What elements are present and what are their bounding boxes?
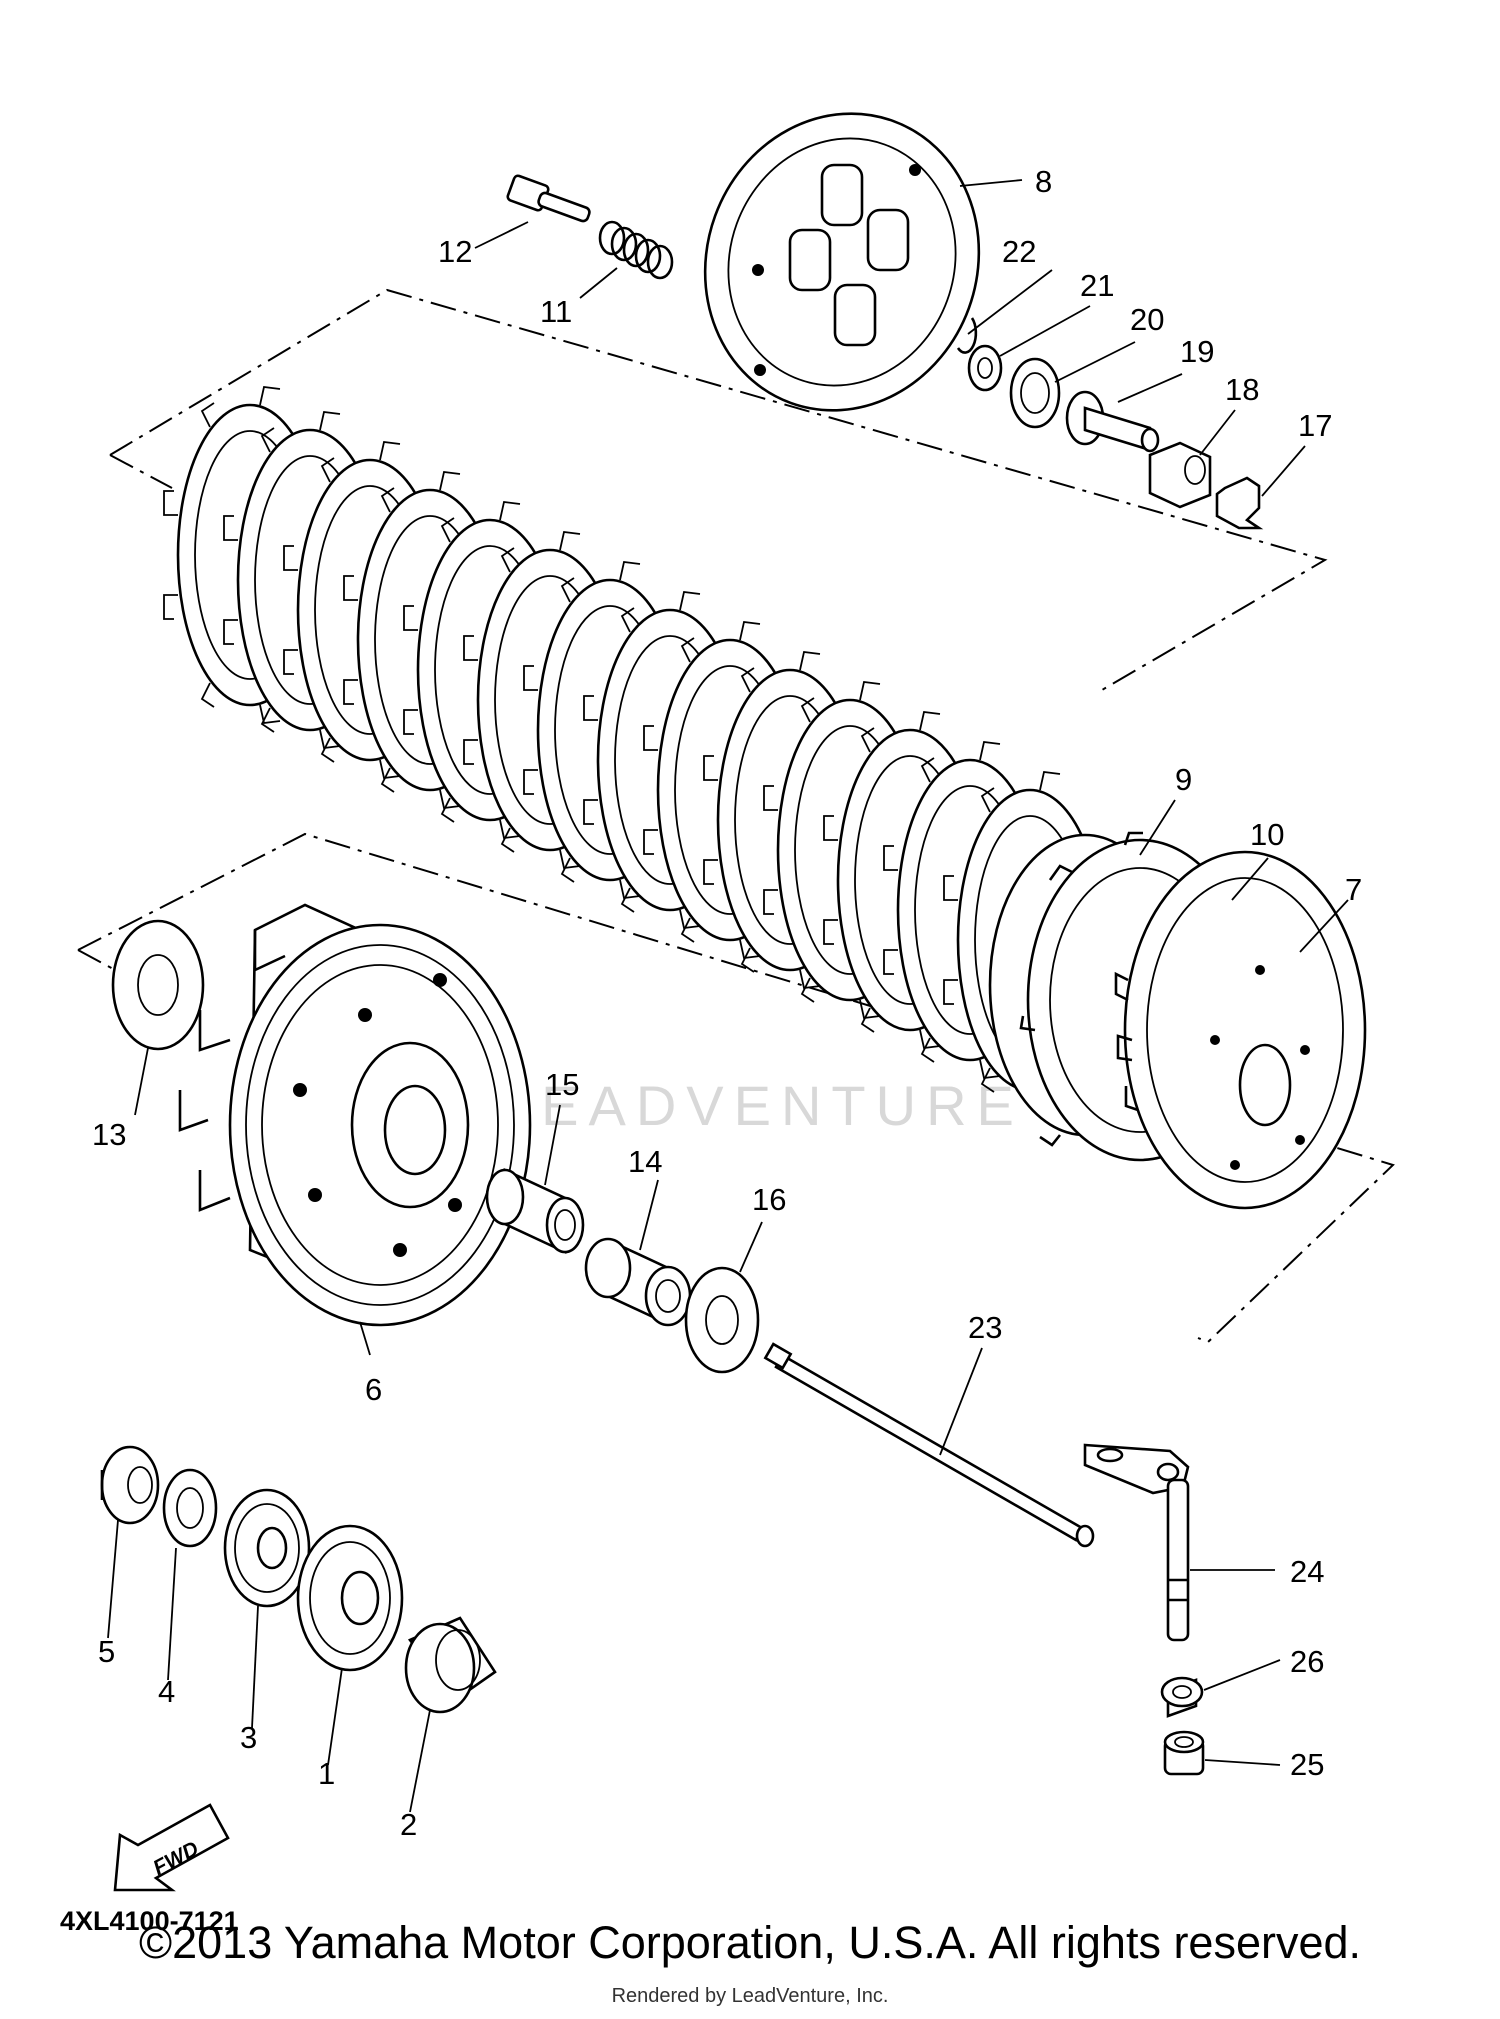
clutch-boss xyxy=(1114,850,1367,1210)
part-label-8: 8 xyxy=(1035,164,1052,199)
part-label-24: 24 xyxy=(1290,1554,1324,1589)
lock-washer-4 xyxy=(162,1468,218,1548)
part-label-21: 21 xyxy=(1080,268,1114,303)
part-labels: 1 2 3 4 5 6 7 8 9 10 11 12 13 14 15 16 1… xyxy=(92,164,1362,1842)
part-label-10: 10 xyxy=(1250,817,1284,852)
part-label-3: 3 xyxy=(240,1720,257,1755)
part-label-5: 5 xyxy=(98,1634,115,1669)
part-label-14: 14 xyxy=(628,1144,662,1179)
clutch-spring xyxy=(598,220,674,280)
thrust-washer xyxy=(111,919,205,1051)
part-label-12: 12 xyxy=(438,234,472,269)
part-label-6: 6 xyxy=(365,1372,382,1407)
bolt xyxy=(506,174,591,223)
part-label-22: 22 xyxy=(1002,234,1036,269)
push-rod-piece xyxy=(1065,390,1160,453)
part-label-23: 23 xyxy=(968,1310,1002,1345)
push-rod xyxy=(763,1342,1095,1548)
watermark-text: LEADVENTURE xyxy=(500,1074,1024,1137)
pressure-plate xyxy=(703,112,981,412)
part-label-16: 16 xyxy=(752,1182,786,1217)
part-label-2: 2 xyxy=(400,1807,417,1842)
part-label-19: 19 xyxy=(1180,334,1214,369)
fwd-arrow-icon: FWD xyxy=(113,1803,230,1892)
needle-bearing xyxy=(485,1167,585,1255)
copyright-notice: ©2013 Yamaha Motor Corporation, U.S.A. A… xyxy=(138,1917,1362,1968)
part-label-4: 4 xyxy=(158,1674,175,1709)
lock-washer xyxy=(1215,476,1264,530)
leader-lines xyxy=(107,179,1349,1813)
oil-seal xyxy=(1160,1676,1204,1718)
spacer xyxy=(584,1237,692,1327)
lower-assembly-boundary xyxy=(77,832,1395,1344)
part-label-20: 20 xyxy=(1130,302,1164,337)
primary-drive-gear xyxy=(296,1524,404,1672)
upper-assembly-boundary xyxy=(109,288,1328,691)
circlip xyxy=(956,317,978,354)
part-label-13: 13 xyxy=(92,1117,126,1152)
clutch-housing xyxy=(178,903,532,1327)
diagram-code: 4XL4100-7121 xyxy=(60,1906,239,1936)
washer xyxy=(967,344,1003,392)
thrust-washer-16 xyxy=(684,1266,760,1374)
lock-nut xyxy=(1148,441,1212,509)
part-label-11: 11 xyxy=(540,294,572,329)
part-label-15: 15 xyxy=(545,1067,579,1102)
part-label-1: 1 xyxy=(318,1756,335,1791)
nut xyxy=(100,1445,160,1525)
gear-3 xyxy=(223,1488,311,1608)
part-label-18: 18 xyxy=(1225,372,1259,407)
part-label-9: 9 xyxy=(1175,762,1192,797)
part-label-26: 26 xyxy=(1290,1644,1324,1679)
part-label-17: 17 xyxy=(1298,408,1332,443)
part-label-25: 25 xyxy=(1290,1747,1324,1782)
push-lever-shaft xyxy=(1083,1443,1190,1642)
rendered-by-notice: Rendered by LeadVenture, Inc. xyxy=(611,1985,889,2007)
collar xyxy=(404,1616,497,1714)
needle-bearing-25 xyxy=(1163,1730,1205,1776)
part-label-7: 7 xyxy=(1345,872,1362,907)
bearing xyxy=(1009,357,1061,429)
